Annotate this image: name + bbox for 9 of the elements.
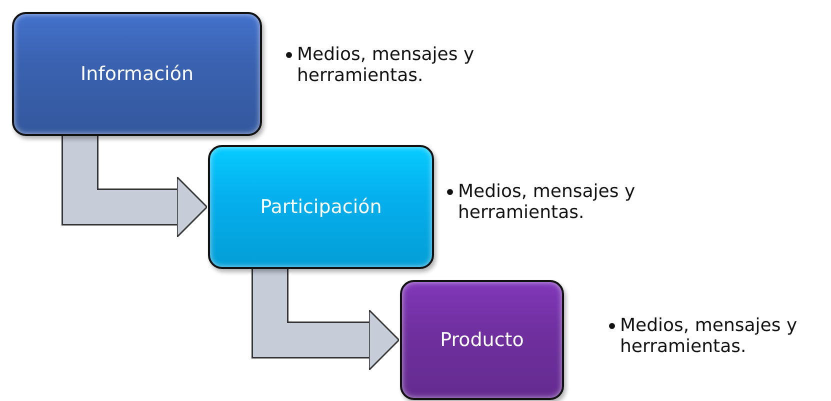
bullet-text: Medios, mensajes y herramientas. (458, 181, 636, 223)
bullet-text: Medios, mensajes y herramientas. (620, 315, 798, 357)
box-label: Producto (440, 329, 524, 351)
process-box (208, 145, 434, 269)
bullet-text: Medios, mensajes y herramientas. (297, 44, 476, 86)
process-box (12, 12, 262, 136)
process-box (400, 280, 564, 400)
box-label: Información (80, 63, 194, 85)
box-label: Participación (260, 196, 382, 218)
